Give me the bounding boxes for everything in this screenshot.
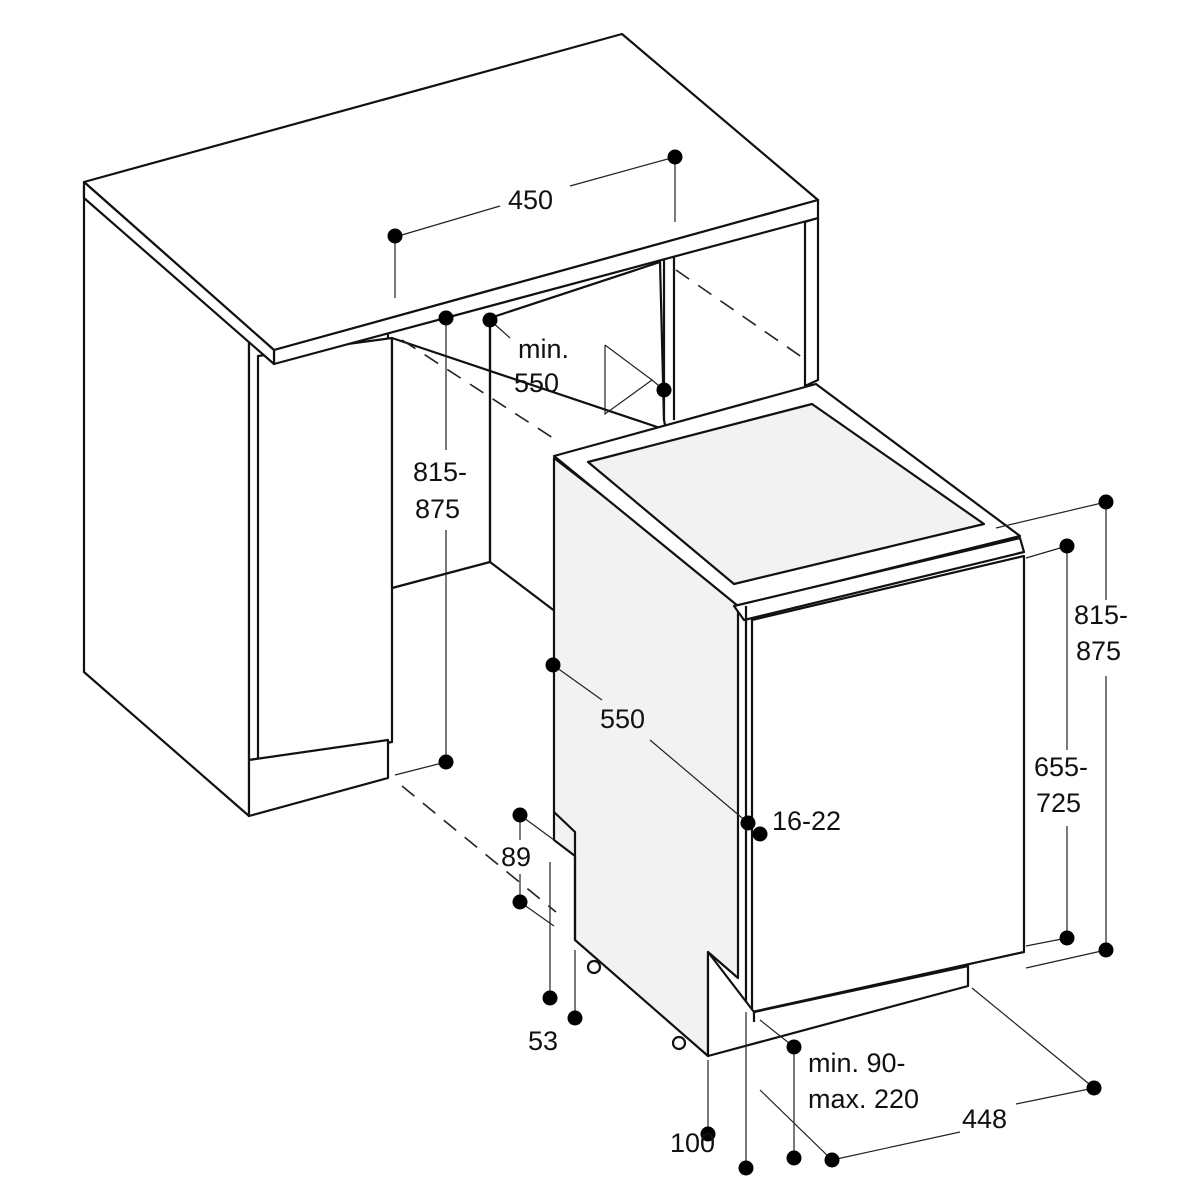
worktop-left-edge [82, 180, 276, 366]
dim-dot [786, 1039, 802, 1055]
right-cabinet-panel [803, 216, 820, 388]
door-height-label-2: 725 [1036, 788, 1081, 818]
dishwasher-top-recess [586, 402, 986, 586]
dim-dot [438, 754, 454, 770]
kitchen-cabinet [82, 32, 820, 818]
plinth-height-label-1: min. 90- [808, 1048, 906, 1078]
left-cabinet-plinth [247, 738, 390, 818]
dim-dot [1086, 1080, 1102, 1096]
dimension-labels: 450 815- 875 min. 550 550 16-22 815- 875… [413, 185, 1128, 1158]
dim-dot [1098, 942, 1114, 958]
plinth-recess-label: 89 [501, 842, 531, 872]
dim-dot [387, 228, 403, 244]
dim-dot [824, 1152, 840, 1168]
niche-height-label-2: 875 [415, 494, 460, 524]
niche-depth-label-1: min. [518, 334, 569, 364]
hidden-lines [401, 269, 807, 913]
dim-dot [542, 990, 558, 1006]
foot-front [671, 1035, 687, 1051]
dim-dot [656, 382, 672, 398]
niche-floor-edge [489, 561, 557, 613]
dishwasher [552, 382, 1026, 1058]
dim-dot [482, 312, 498, 328]
dim-dot [667, 149, 683, 165]
dishwasher-front-frame [732, 536, 1026, 622]
dim-dot [567, 1010, 583, 1026]
left-cabinet-inner-panel [256, 336, 394, 766]
door-height-label-1: 655- [1034, 752, 1088, 782]
niche-width-label: 450 [508, 185, 553, 215]
dim-dot [545, 657, 561, 673]
total-height-label-1: 815- [1074, 600, 1128, 630]
dishwasher-plinth-step [553, 811, 577, 940]
plinth-depth-label: 100 [670, 1128, 715, 1158]
dim-dot [1098, 494, 1114, 510]
dim-dot [752, 826, 768, 842]
dim-dot [512, 807, 528, 823]
appliance-depth-label: 550 [600, 704, 645, 734]
plinth-offset-label: 53 [528, 1026, 558, 1056]
dim-dot [738, 1160, 754, 1176]
plinth-height-label-2: max. 220 [808, 1084, 919, 1114]
dim-dot [700, 1126, 716, 1142]
dim-dot [512, 894, 528, 910]
total-height-label-2: 875 [1076, 636, 1121, 666]
niche-depth-label-2: 550 [514, 368, 559, 398]
dim-dot [786, 1150, 802, 1166]
dim-dot [438, 310, 454, 326]
dim-dot [1059, 930, 1075, 946]
appliance-width-label: 448 [962, 1104, 1007, 1134]
foot-back [586, 959, 602, 975]
dim-dot [740, 815, 756, 831]
dimension-points [387, 149, 1114, 1176]
door-thickness-label: 16-22 [772, 806, 841, 836]
niche-height-label-1: 815- [413, 457, 467, 487]
dim-dot [1059, 538, 1075, 554]
dishwasher-door [750, 554, 1026, 1014]
dimension-lines [394, 156, 1107, 1168]
